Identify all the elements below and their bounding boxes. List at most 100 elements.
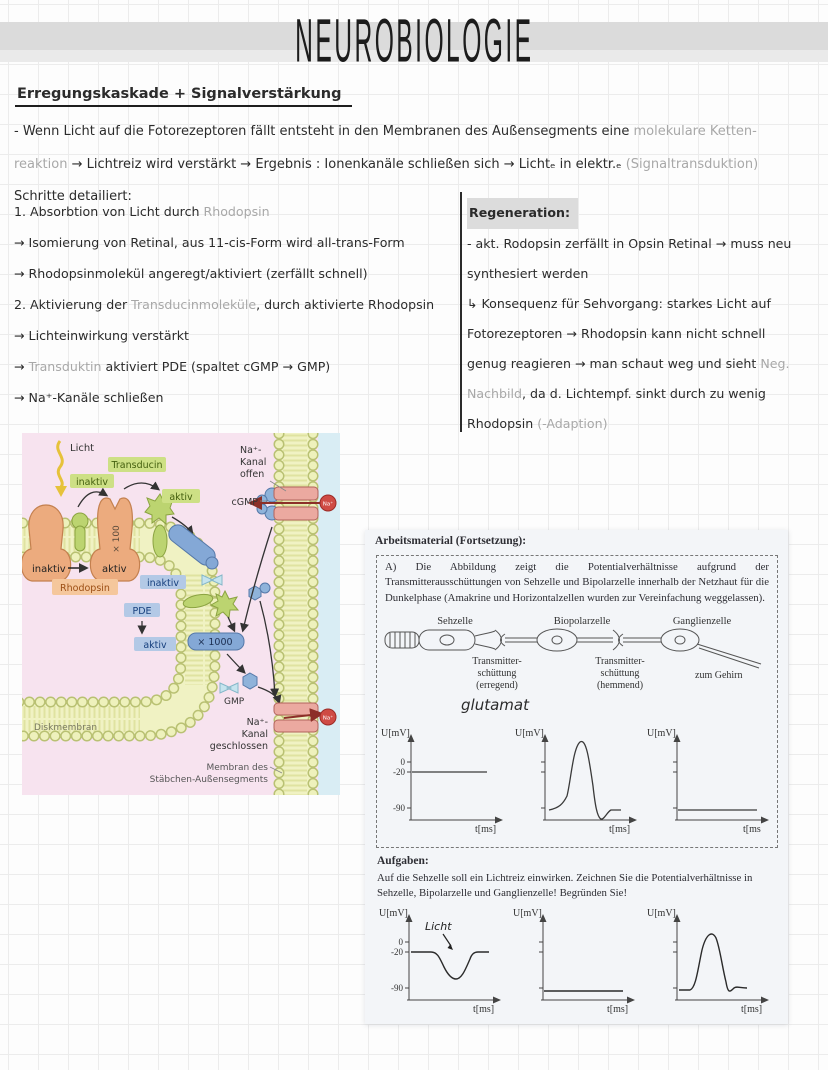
svg-text:schüttung: schüttung	[601, 668, 640, 679]
bipolar-cell-shape	[500, 628, 620, 652]
svg-text:Stäbchen-Außensegments: Stäbchen-Außensegments	[150, 775, 269, 785]
transducin-inactive-label-box: inaktiv	[70, 474, 114, 488]
steps-column: 1. Absorbtion von Licht durch Rhodopsin …	[14, 196, 460, 413]
pde-active-label-box: aktiv	[134, 637, 176, 651]
regeneration-line: Nachbild, da d. Lichtempf. sinkt durch z…	[467, 386, 766, 401]
section-heading: Erregungskaskade + Signalverstärkung	[15, 86, 352, 107]
intro-line-2: reaktion → Lichtreiz wird verstärkt → Er…	[14, 149, 822, 182]
svg-text:Kanal: Kanal	[240, 457, 266, 468]
svg-text:t[ms]: t[ms]	[607, 1004, 628, 1014]
svg-text:aktiv: aktiv	[143, 640, 167, 651]
svg-text:t[ms]: t[ms]	[475, 824, 496, 834]
na-channel-closed	[273, 702, 324, 733]
graph-task-sehzelle: U[mV] 0 -20 -90 Licht t[ms]	[379, 908, 501, 1014]
membran-label: Membran des	[206, 763, 268, 773]
svg-text:aktiv: aktiv	[169, 492, 193, 503]
pde-inactive-shape	[168, 524, 219, 570]
step-line: 1. Absorbtion von Licht durch Rhodopsin	[14, 204, 270, 219]
inhibitor-bowtie-icon	[201, 574, 223, 586]
worksheet-paragraph-a: A) Die Abbildung zeigt die Potentialverh…	[385, 561, 769, 604]
transducin-label-box: Transducin	[108, 457, 166, 472]
na-channel-open	[248, 486, 332, 521]
svg-text:-20: -20	[393, 767, 405, 777]
svg-text:U[mV]: U[mV]	[647, 908, 676, 919]
ganglion-cell-shape	[618, 628, 762, 669]
rhodopsin-inactive-shape	[22, 504, 72, 582]
step-line: 2. Aktivierung der Transducinmoleküle, d…	[14, 297, 435, 312]
cascade-arrow	[226, 653, 246, 674]
title-highlight-band-light	[0, 50, 828, 62]
na-offen-label: Na⁺-	[240, 445, 261, 456]
worksheet-scan: Arbeitsmaterial (Fortsetzung): A) Die Ab…	[365, 530, 788, 1024]
intro-paragraph: - Wenn Licht auf die Fotorezeptoren fäll…	[14, 116, 822, 214]
svg-text:Kanal: Kanal	[242, 729, 268, 740]
cell-label-ganglienzelle: Ganglienzelle	[673, 616, 732, 627]
activation-arrow	[77, 487, 109, 508]
regeneration-line: ↳ Konsequenz für Sehvorgang: starkes Lic…	[467, 296, 771, 311]
step-line: → Rhodopsinmolekül angeregt/aktiviert (z…	[14, 266, 368, 281]
neuron-chain-figure: Sehzelle Biopolarzelle Ganglienzelle Tra…	[384, 616, 762, 714]
activation-arrow	[171, 516, 194, 536]
svg-text:Na⁺: Na⁺	[323, 715, 333, 722]
worksheet-box: A) Die Abbildung zeigt die Potentialverh…	[376, 555, 778, 848]
pde-inactive-label-box: inaktiv	[140, 575, 186, 589]
phototransduction-figure: Licht × 100	[22, 433, 340, 795]
na-ion: Na⁺	[319, 494, 337, 512]
light-ray-icon	[55, 440, 67, 497]
intro-text-gray: molekulare Ketten-	[633, 124, 757, 139]
steps-heading: Schritte detailiert:	[14, 189, 132, 204]
svg-text:-90: -90	[393, 803, 405, 813]
svg-text:inaktiv: inaktiv	[76, 477, 108, 488]
x100-label: × 100	[112, 525, 122, 553]
regeneration-line: - akt. Rodopsin zerfällt in Opsin Retina…	[467, 236, 792, 251]
aufgaben-text: Auf die Sehzelle soll ein Lichtreiz einw…	[377, 872, 753, 900]
svg-text:t[ms]: t[ms]	[741, 1004, 762, 1014]
svg-text:t[ms: t[ms	[743, 824, 761, 834]
na-ion: Na⁺	[319, 708, 337, 726]
graph-dark-sehzelle: U[mV] 0 -20 -90 t[ms]	[381, 728, 503, 834]
svg-text:U[mV]: U[mV]	[513, 908, 542, 919]
pde-active-x1000-box: × 1000	[187, 632, 245, 651]
step-line: → Na⁺-Kanäle schließen	[14, 390, 164, 405]
graph-task-ganglienzelle: U[mV] t[ms]	[647, 908, 769, 1014]
svg-text:geschlossen: geschlossen	[210, 741, 268, 752]
svg-text:(erregend): (erregend)	[476, 680, 518, 691]
cascade-arrow	[227, 616, 236, 633]
potential-curve	[411, 951, 489, 980]
activation-arrow	[123, 481, 161, 491]
transducin-active-label-box: aktiv	[162, 489, 200, 503]
page-title: NEUROBIOLOGIE	[0, 8, 828, 76]
svg-text:U[mV]: U[mV]	[379, 908, 408, 919]
potential-curve	[548, 740, 621, 820]
licht-label: Licht	[70, 443, 94, 454]
title-highlight-band	[0, 22, 828, 50]
worksheet-header: Arbeitsmaterial (Fortsetzung):	[375, 535, 527, 547]
aufgaben-title: Aufgaben:	[377, 855, 429, 867]
intro-text-gray: reaktion	[14, 156, 72, 172]
svg-text:(hemmend): (hemmend)	[597, 680, 643, 691]
transducin-pde-complex	[182, 589, 240, 620]
graph-dark-bipolarzelle: U[mV] t[ms]	[515, 728, 637, 834]
cgmp-molecule-icon	[248, 582, 271, 601]
column-divider-line	[460, 192, 462, 432]
svg-text:t[ms]: t[ms]	[473, 1004, 494, 1014]
cell-label-bipolarzelle: Biopolarzelle	[554, 616, 611, 627]
rhodopsin-inactive-label: inaktiv	[32, 564, 66, 575]
rhodopsin-active-label: aktiv	[102, 564, 127, 575]
zum-gehirn-label: zum Gehirn	[695, 670, 743, 681]
intro-text: - Wenn Licht auf die Fotorezeptoren fäll…	[14, 124, 634, 139]
step-line: → Lichteinwirkung verstärkt	[14, 328, 189, 343]
diskmembran-label: Diskmembran	[34, 723, 97, 733]
regeneration-title: Regeneration:	[467, 198, 825, 229]
rhodopsin-active-shape: × 100	[89, 497, 141, 582]
regeneration-column: Regeneration: - akt. Rodopsin zerfällt i…	[467, 198, 825, 439]
svg-text:0: 0	[399, 937, 404, 947]
intro-text: → Lichtreiz wird verstärkt → Ergebnis : …	[71, 156, 626, 172]
gmp-molecule-icon	[242, 672, 258, 690]
licht-arrow	[442, 933, 452, 947]
extracellular-space	[318, 433, 340, 795]
svg-text:0: 0	[401, 757, 406, 767]
svg-text:× 1000: × 1000	[197, 637, 232, 648]
svg-text:U[mV]: U[mV]	[381, 728, 410, 739]
